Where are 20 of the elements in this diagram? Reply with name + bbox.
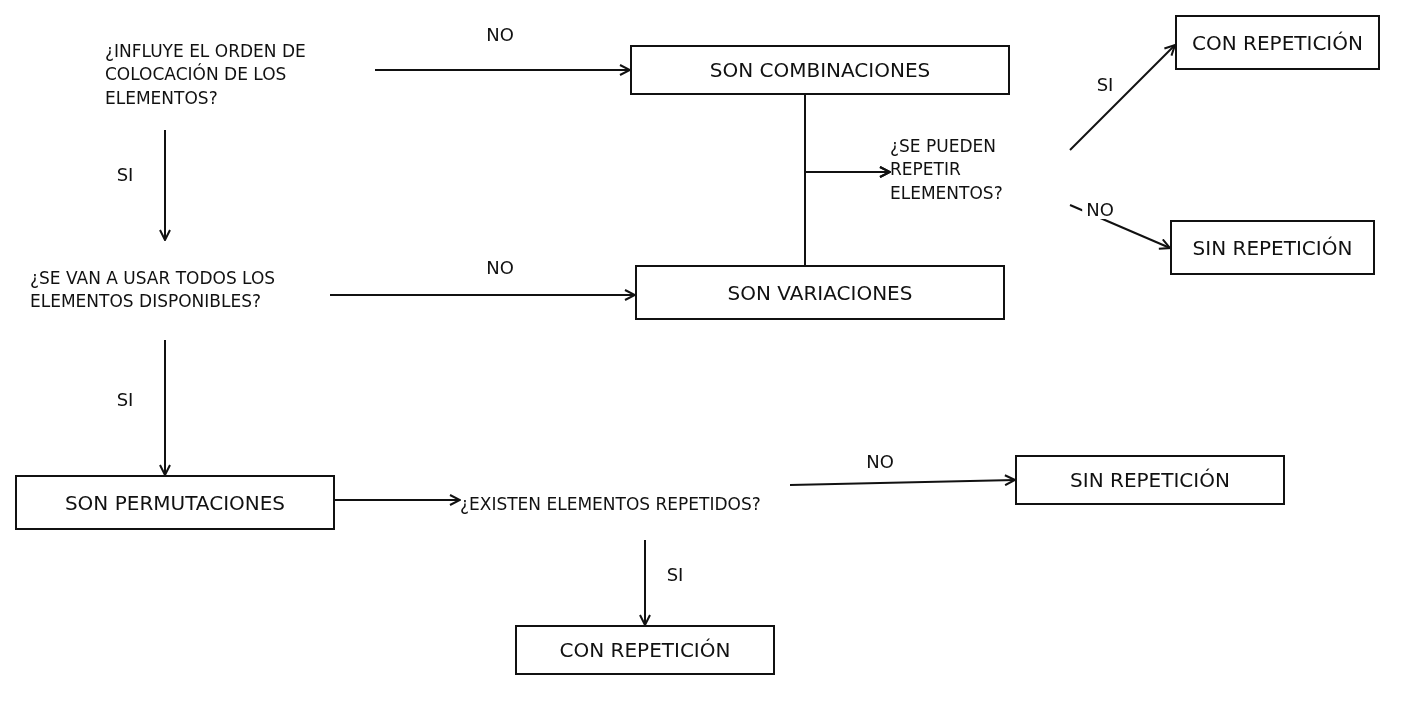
process-box: SIN REPETICIÓN <box>1015 455 1285 505</box>
process-box: SON PERMUTACIONES <box>15 475 335 530</box>
arrow <box>789 474 1016 487</box>
arrow <box>329 289 636 301</box>
process-box: SON COMBINACIONES <box>630 45 1010 95</box>
arrow <box>804 166 891 266</box>
process-box: CON REPETICIÓN <box>515 625 775 675</box>
process-box: CON REPETICIÓN <box>1175 15 1380 70</box>
arrow <box>374 64 631 76</box>
question-text: ¿SE PUEDEN REPETIR ELEMENTOS? <box>890 130 1070 210</box>
question-text: ¿SE VAN A USAR TODOS LOS ELEMENTOS DISPONIBLES? <box>30 240 330 340</box>
process-box: SON VARIACIONES <box>635 265 1005 320</box>
arrow <box>1069 44 1176 151</box>
arrow <box>639 539 651 626</box>
process-box: SIN REPETICIÓN <box>1170 220 1375 275</box>
question-text: ¿EXISTEN ELEMENTOS REPETIDOS? <box>460 470 790 540</box>
arrow <box>159 129 171 241</box>
question-text: ¿INFLUYE EL ORDEN DE COLOCACIÓN DE LOS ELEMENTOS? <box>105 20 375 130</box>
arrow <box>334 494 461 506</box>
arrow <box>159 339 171 476</box>
